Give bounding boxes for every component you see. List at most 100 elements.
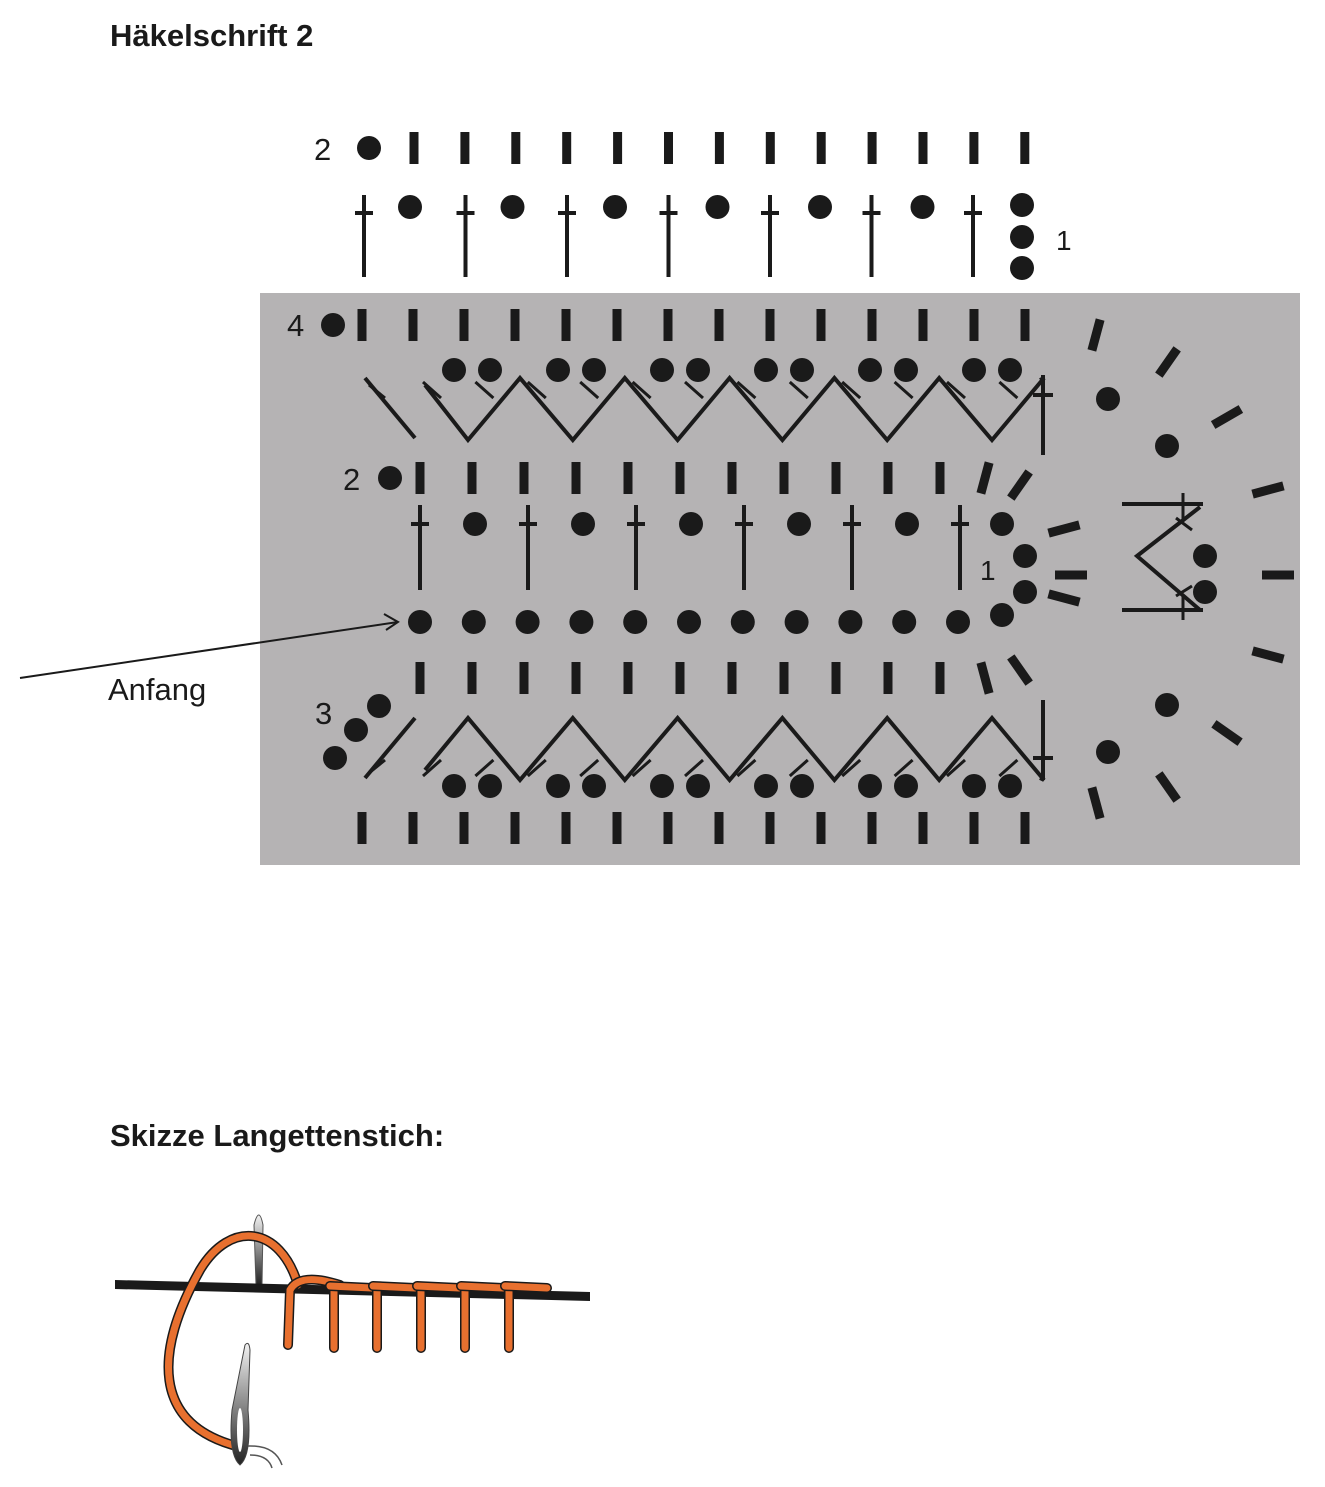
chain-stitch-dot <box>910 195 935 219</box>
chain-stitch-dot <box>894 774 918 798</box>
single-crochet-bar <box>675 662 685 694</box>
chain-stitch-dot <box>998 774 1022 798</box>
single-crochet-bar <box>1155 346 1181 378</box>
cross-mark <box>998 380 1019 400</box>
single-crochet-bar <box>1007 654 1033 686</box>
row-label-4: 4 <box>287 308 304 343</box>
chain-stitch-dot <box>895 512 919 536</box>
chain-stitch-dot <box>858 774 882 798</box>
single-crochet-bar <box>408 309 418 341</box>
single-crochet-bar <box>969 309 979 341</box>
chain-stitch-dot <box>1096 387 1120 411</box>
cross-mark <box>946 380 966 400</box>
chain-stitch-dot <box>623 610 648 634</box>
chain-stitch-dot <box>321 313 345 337</box>
chain-stitch-dot <box>1010 256 1034 280</box>
cross-mark <box>841 758 862 778</box>
chain-stitch-dot <box>398 195 422 219</box>
chain-stitch-dot <box>677 610 701 634</box>
single-crochet-bar <box>1087 786 1105 820</box>
single-crochet-bar <box>1055 570 1087 580</box>
single-crochet-bar <box>561 812 571 844</box>
start-label: Anfang <box>108 672 206 707</box>
blanket-stitch-leg <box>284 1276 344 1349</box>
cross-mark <box>893 380 914 400</box>
chain-stitch-dot <box>679 512 703 536</box>
chain-stitch-dot <box>754 358 778 382</box>
cross-mark <box>946 758 966 778</box>
chain-stitch-dot <box>730 610 755 634</box>
single-crochet-bar <box>1020 132 1030 164</box>
single-crochet-bar <box>816 132 826 164</box>
chain-stitch-dot <box>463 512 487 536</box>
chart-panel <box>260 293 1300 865</box>
cross-mark <box>474 380 495 400</box>
cross-mark <box>684 380 704 400</box>
crochet-chart: Anfang 2 1 4 2 1 3 <box>19 132 1300 865</box>
chain-stitch-dot <box>461 610 486 634</box>
single-crochet-bar <box>459 812 469 844</box>
chain-stitch-dot <box>838 610 863 634</box>
chain-stitch-dot <box>323 746 347 770</box>
single-crochet-bar <box>935 662 945 694</box>
chain-stitch-dot <box>1010 193 1034 217</box>
single-crochet-bar <box>1047 520 1081 538</box>
chain-stitch-dot <box>569 610 594 634</box>
cross-mark <box>736 758 757 778</box>
treble-stitch <box>456 195 475 277</box>
chain-stitch-dot <box>378 466 402 490</box>
chain-stitch-dot <box>754 774 778 798</box>
chain-stitch-dot <box>990 603 1014 627</box>
chain-stitch-dot <box>1013 580 1037 604</box>
single-crochet-bar <box>1047 589 1081 607</box>
chain-stitch-dot <box>571 512 595 536</box>
chain-stitch-dot <box>515 610 540 634</box>
zigzag-stitches <box>423 714 1046 784</box>
cluster-zigzag <box>1133 505 1202 612</box>
chain-stitch-dot <box>946 610 970 634</box>
single-crochet-bar <box>1211 720 1243 746</box>
chain-stitch-dot <box>1155 434 1179 458</box>
blanket-stitch-top <box>368 1281 420 1293</box>
chart-title: Häkelschrift 2 <box>110 18 314 53</box>
chain-stitch-dot <box>1096 740 1120 764</box>
chain-stitch-dot <box>1155 693 1179 717</box>
single-crochet-bar <box>510 309 520 341</box>
single-crochet-bar <box>1007 469 1033 501</box>
single-crochet-bar <box>1262 570 1294 580</box>
chain-stitch-dot <box>344 718 368 742</box>
single-crochet-bar <box>714 132 724 164</box>
single-crochet-bar <box>510 812 520 844</box>
treble-stitch <box>862 195 881 277</box>
row-label-top-2: 2 <box>314 132 331 167</box>
cross-mark <box>474 758 495 778</box>
chain-stitch-dot <box>790 774 814 798</box>
single-crochet-bar <box>460 132 470 164</box>
single-crochet-bar <box>831 462 841 494</box>
single-crochet-bar <box>779 662 789 694</box>
cross-mark <box>736 380 757 400</box>
fabric-edge-line <box>115 1280 590 1301</box>
chain-stitch-dot <box>705 195 730 219</box>
single-crochet-bar <box>831 662 841 694</box>
cross-mark <box>579 758 600 778</box>
chain-stitch-dot <box>1010 225 1034 249</box>
single-crochet-bar <box>1087 318 1105 352</box>
row-label-top-1: 1 <box>1056 225 1072 256</box>
chain-stitch-dot <box>603 195 627 219</box>
single-crochet-bar <box>714 309 724 341</box>
cross-mark <box>788 380 809 400</box>
single-crochet-bar <box>935 462 945 494</box>
needle-eye <box>237 1408 243 1452</box>
cross-mark <box>1175 584 1193 598</box>
single-crochet-bar <box>519 462 529 494</box>
single-crochet-bar <box>612 812 622 844</box>
treble-stitch <box>659 195 678 277</box>
single-crochet-bar <box>663 812 673 844</box>
single-crochet-bar <box>409 132 419 164</box>
blanket-stitch-top <box>413 1282 463 1292</box>
treble-stitch <box>761 195 779 277</box>
single-crochet-bar <box>867 309 877 341</box>
single-crochet-bar <box>765 812 775 844</box>
chain-stitch-dot <box>990 512 1014 536</box>
